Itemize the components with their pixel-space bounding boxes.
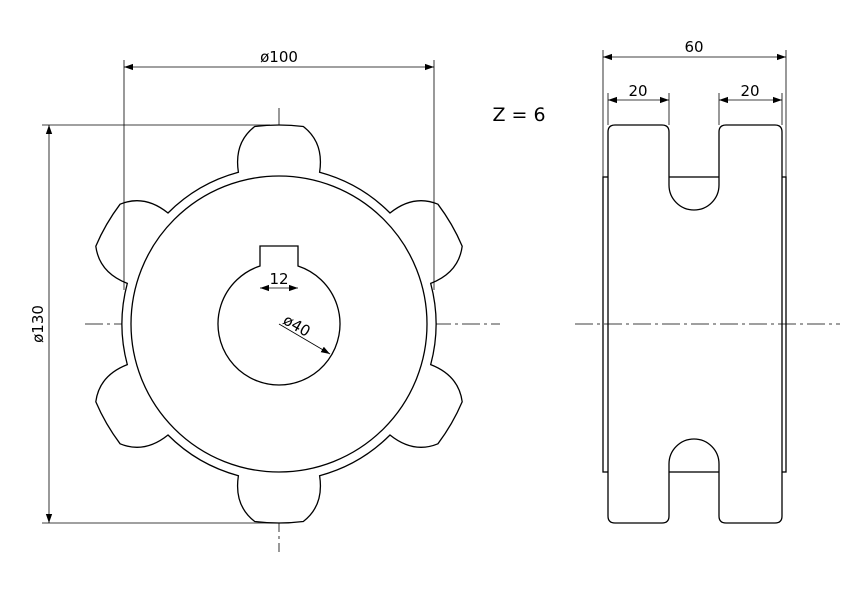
dim-20-left-label: 20 (628, 82, 647, 100)
dim-40-line (278, 323, 331, 355)
dim-12-label: 12 (269, 270, 288, 288)
front-view: ø100 ø130 12 ø40 (29, 48, 500, 552)
tooth-count-label: Z = 6 (492, 104, 545, 126)
dim-100-label: ø100 (260, 48, 298, 66)
dim-130-label: ø130 (29, 305, 47, 343)
bore-with-keyway (217, 245, 341, 386)
dim-60-label: 60 (684, 38, 703, 56)
side-view: 60 20 20 (575, 38, 840, 524)
dim-20-right-label: 20 (740, 82, 759, 100)
